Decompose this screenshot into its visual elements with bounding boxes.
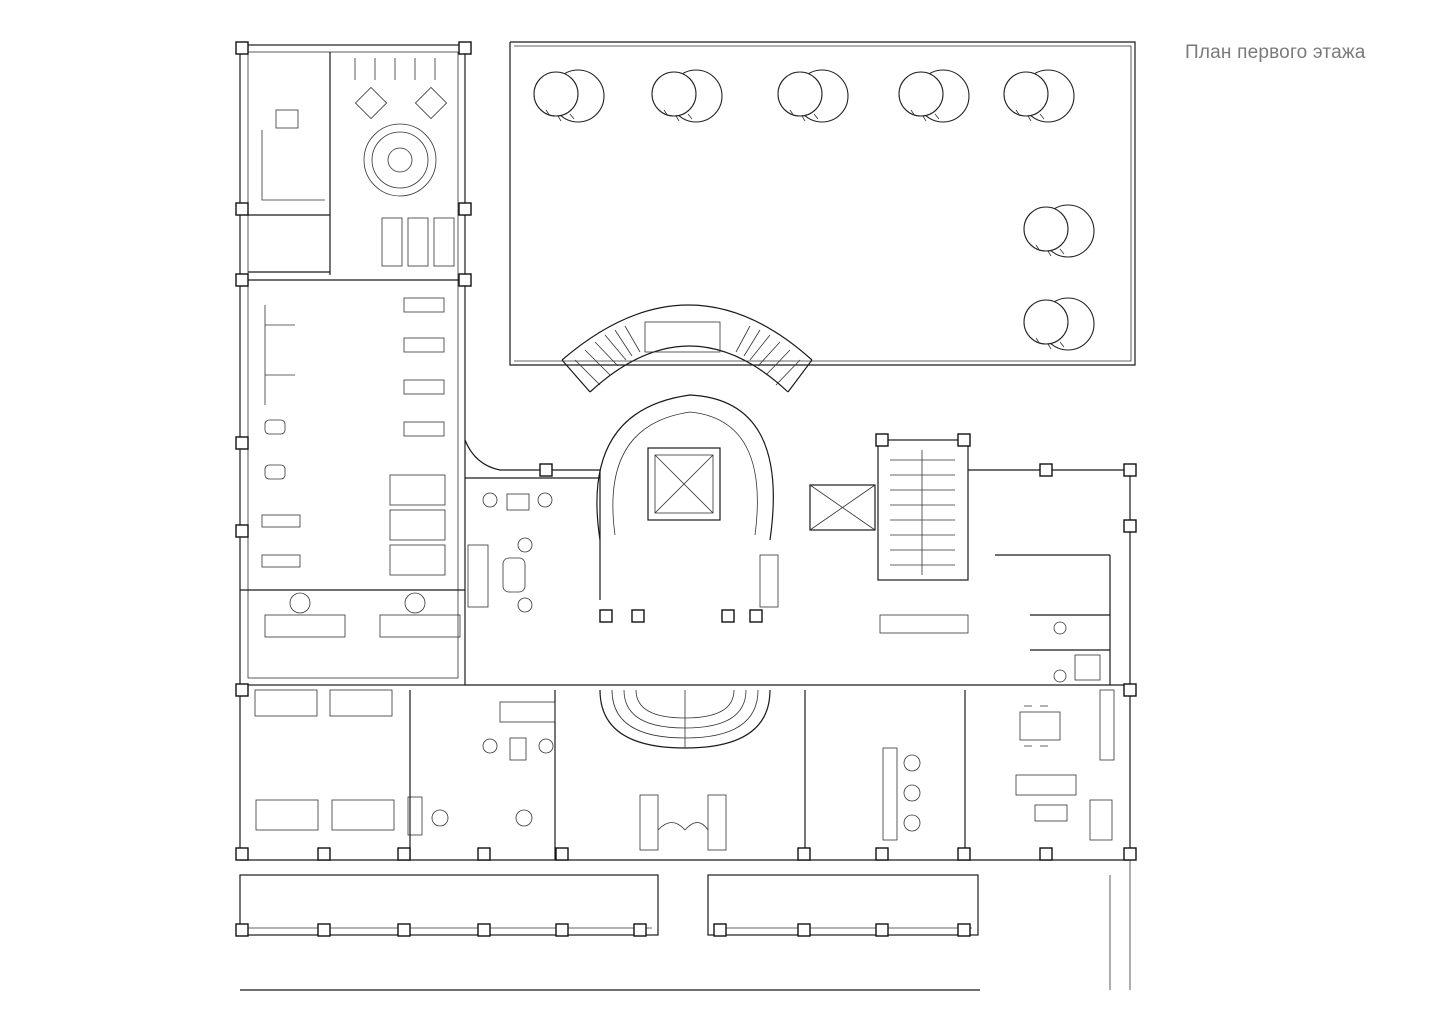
tree-icon: [898, 69, 970, 123]
left-wing: [239, 44, 466, 686]
tree-icon: [1023, 204, 1095, 258]
tree-icon: [777, 69, 849, 123]
garden: [509, 41, 1136, 366]
columns: [235, 41, 1137, 861]
tree-icon: [1023, 297, 1095, 351]
main-lobby: [464, 394, 1130, 686]
curved-garden-stairs: [561, 304, 813, 393]
lower-rooms: [239, 685, 1130, 861]
right-wing: [968, 469, 1131, 860]
plan-title: План первого этажа: [1185, 42, 1366, 63]
front-terrace: [235, 860, 1131, 991]
tree-icon: [651, 69, 723, 123]
tree-icon: [1003, 69, 1075, 123]
tree-icon: [533, 69, 605, 123]
trees: [533, 69, 1095, 351]
